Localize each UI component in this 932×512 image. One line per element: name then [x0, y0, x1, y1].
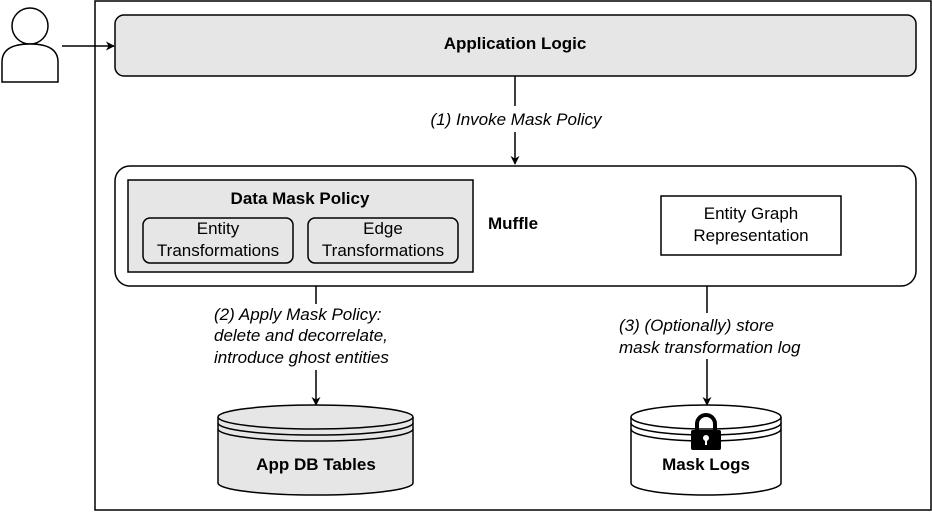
app-db-tables-label: App DB Tables: [256, 455, 376, 474]
apply-label-line3: introduce ghost entities: [214, 348, 389, 367]
user-icon: [1, 7, 59, 83]
lock-icon: [691, 413, 721, 450]
app-logic-label: Application Logic: [444, 34, 587, 53]
store-label-line2: mask transformation log: [619, 338, 801, 357]
store-label-bg: [615, 313, 815, 359]
entity-graph-box: [660, 195, 842, 256]
edge-transformations-line2: Transformations: [322, 241, 444, 260]
apply-label-line2: delete and decorrelate,: [214, 326, 388, 345]
mask-logs-label: Mask Logs: [662, 455, 750, 474]
app-db-tables-cylinder: [217, 404, 414, 496]
edge-transformations-line1: Edge: [363, 219, 403, 238]
entity-graph-line2: Representation: [693, 226, 808, 245]
edge-transformations-box: [307, 217, 459, 264]
store-label-line1: (3) (Optionally) store: [619, 316, 774, 335]
data-mask-policy-title: Data Mask Policy: [231, 189, 370, 208]
entity-transformations-line1: Entity: [197, 219, 240, 238]
entity-graph-line1: Entity Graph: [704, 204, 799, 223]
muffle-label: Muffle: [488, 214, 538, 233]
entity-transformations-line2: Transformations: [157, 241, 279, 260]
invoke-label: (1) Invoke Mask Policy: [431, 110, 603, 129]
apply-label-line1: (2) Apply Mask Policy:: [214, 305, 382, 324]
entity-transformations-box: [142, 217, 294, 264]
apply-label-bg: [210, 304, 406, 370]
invoke-label-bg: [424, 106, 608, 132]
